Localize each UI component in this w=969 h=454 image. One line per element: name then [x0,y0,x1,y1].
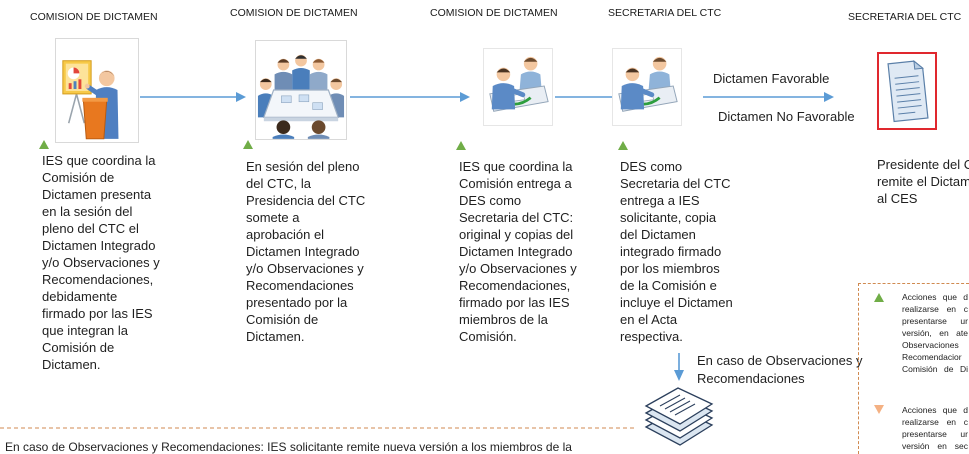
document-page [887,59,929,123]
podium [82,97,108,140]
column-2-header: COMISION DE DICTAMEN [230,7,358,19]
document-stack-icon [640,381,716,454]
green-triangle-icon [618,141,628,150]
observaciones-label: En caso de Observaciones y Recomendacion… [697,353,863,386]
green-triangle-icon [456,141,466,150]
presenter-at-podium-svg [62,60,119,140]
arrow-step-1-to-2 [140,92,246,102]
column-5-header: SECRETARIA DEL CTC [848,11,962,23]
orange-triangle-down-icon [874,405,884,414]
arrow-step-2-to-3 [350,92,470,102]
easel [62,60,92,124]
step-3-description: IES que coordina la Comisión entrega a D… [459,159,577,344]
document-svg [887,59,929,123]
bottom-note: En caso de Observaciones y Recomendacion… [5,440,572,454]
delivering-person [491,67,526,110]
dictamen-no-favorable-label: Dictamen No Favorable [718,109,855,124]
document-stack-svg [644,387,714,446]
legend-item-2-text: Acciones que d realizarse en c presentar… [902,405,968,451]
back-row-people [274,54,328,92]
step-1-description: IES que coordina la Comisión de Dictamen… [42,153,160,372]
column-3-header: COMISION DE DICTAMEN [430,7,558,19]
arrow-observaciones-down [674,353,684,381]
paper-sheets [644,387,714,446]
front-row-people [272,120,330,139]
presenter-at-podium-icon [55,38,139,143]
green-triangle-up-icon [874,293,884,302]
step-4-description: DES como Secretaria del CTC entrega a IE… [620,159,733,344]
dictamen-favorable-label: Dictamen Favorable [713,71,830,86]
document-handover-svg [618,56,678,112]
conference-table [262,89,340,122]
step-5-description: Presidente del C remite el Dictam al CES [877,157,969,206]
document-handover-icon [612,48,682,126]
document-icon [877,52,937,130]
legend-box [858,283,969,454]
document-handover-svg [489,56,549,112]
column-1-header: COMISION DE DICTAMEN [30,11,158,23]
legend-item-1-text: Acciones que d realizarse en c presentar… [902,292,968,374]
step-2-description: En sesión del pleno del CTC, la Presiden… [246,159,366,344]
column-4-header: SECRETARIA DEL CTC [608,7,722,19]
delivering-person [620,67,655,110]
document-handover-icon [483,48,553,126]
green-triangle-icon [39,140,49,149]
arrow-dictamen-favorable [703,92,834,102]
meeting-table-svg [257,54,345,139]
meeting-table-icon [255,40,347,140]
green-triangle-icon [243,140,253,149]
